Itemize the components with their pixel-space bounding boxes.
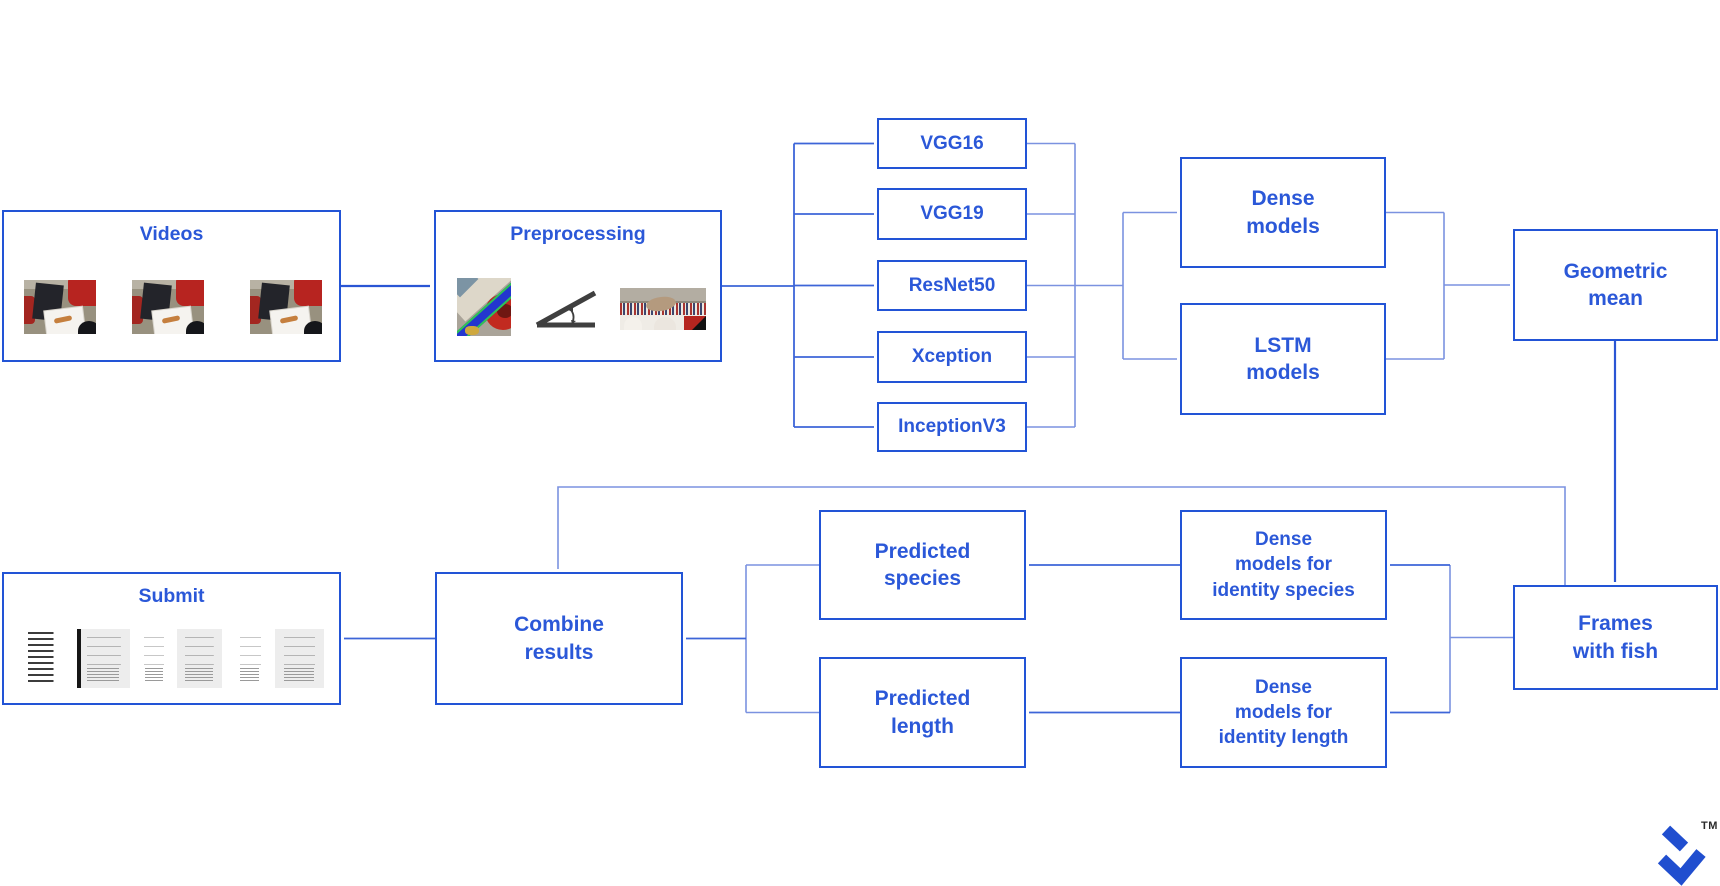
predicted-length-label: Predicted length: [874, 687, 971, 738]
fish-crop-sample: [457, 278, 511, 336]
document-thumbnail: [275, 629, 324, 688]
angle-measurement-icon: [534, 288, 598, 330]
node-preprocessing: Preprocessing: [434, 210, 722, 362]
toptal-logo: [1656, 822, 1706, 886]
node-resnet50: ResNet50: [877, 260, 1027, 311]
resnet50-label: ResNet50: [908, 274, 996, 296]
document-thumbnail: [77, 629, 130, 688]
combine-results-label: Combine results: [514, 613, 604, 664]
node-videos: Videos: [2, 210, 341, 362]
edge-branch-trunk: [722, 143, 795, 427]
node-lstm-models: LSTM models: [1180, 303, 1386, 415]
node-predicted-length: Predicted length: [819, 657, 1026, 768]
dense-models-label: Dense models: [1246, 187, 1320, 238]
node-frames-with-fish: Frames with fish: [1513, 585, 1718, 690]
inceptionv3-label: InceptionV3: [898, 416, 1006, 437]
node-vgg16: VGG16: [877, 118, 1027, 169]
vgg16-label: VGG16: [920, 132, 984, 154]
xception-label: Xception: [911, 346, 993, 367]
node-submit: Submit: [2, 572, 341, 705]
geometric-mean-label: Geometric mean: [1563, 259, 1668, 310]
toptal-logo-icon: [1657, 825, 1706, 886]
node-geometric-mean: Geometric mean: [1513, 229, 1718, 341]
preprocessing-title: Preprocessing: [510, 223, 646, 245]
frames-with-fish-label: Frames with fish: [1572, 612, 1659, 663]
trademark-text: TM: [1701, 820, 1718, 832]
document-thumbnail: [20, 629, 64, 688]
lstm-models-label: LSTM models: [1246, 333, 1320, 384]
node-xception: Xception: [877, 331, 1027, 383]
node-vgg19: VGG19: [877, 188, 1027, 240]
vgg19-label: VGG19: [920, 203, 984, 224]
node-dense-identity-species: Dense models for identity species: [1180, 510, 1387, 620]
videos-title: Videos: [139, 223, 204, 245]
dense-identity-species-label: Dense models for identity species: [1212, 529, 1355, 601]
node-dense-models: Dense models: [1180, 157, 1386, 268]
document-thumbnail: [177, 629, 222, 688]
document-thumbnail: [235, 629, 265, 688]
video-frame-thumbnail: [250, 280, 322, 334]
video-frame-thumbnail: [132, 280, 204, 334]
predicted-species-label: Predicted species: [874, 539, 971, 590]
edge-models-merge: [1027, 142, 1124, 428]
edge-ensemble-merge: [1386, 211, 1445, 360]
node-combine-results: Combine results: [435, 572, 683, 705]
edge-frames-to-combine: [557, 486, 1566, 585]
node-predicted-species: Predicted species: [819, 510, 1026, 620]
ruler-frame-sample: [620, 288, 706, 330]
node-dense-identity-length: Dense models for identity length: [1180, 657, 1387, 768]
submit-title: Submit: [138, 585, 205, 607]
dense-identity-length-label: Dense models for identity length: [1218, 676, 1349, 749]
node-inceptionv3: InceptionV3: [877, 402, 1027, 452]
document-thumbnail: [140, 629, 169, 688]
video-frame-thumbnail: [24, 280, 96, 334]
